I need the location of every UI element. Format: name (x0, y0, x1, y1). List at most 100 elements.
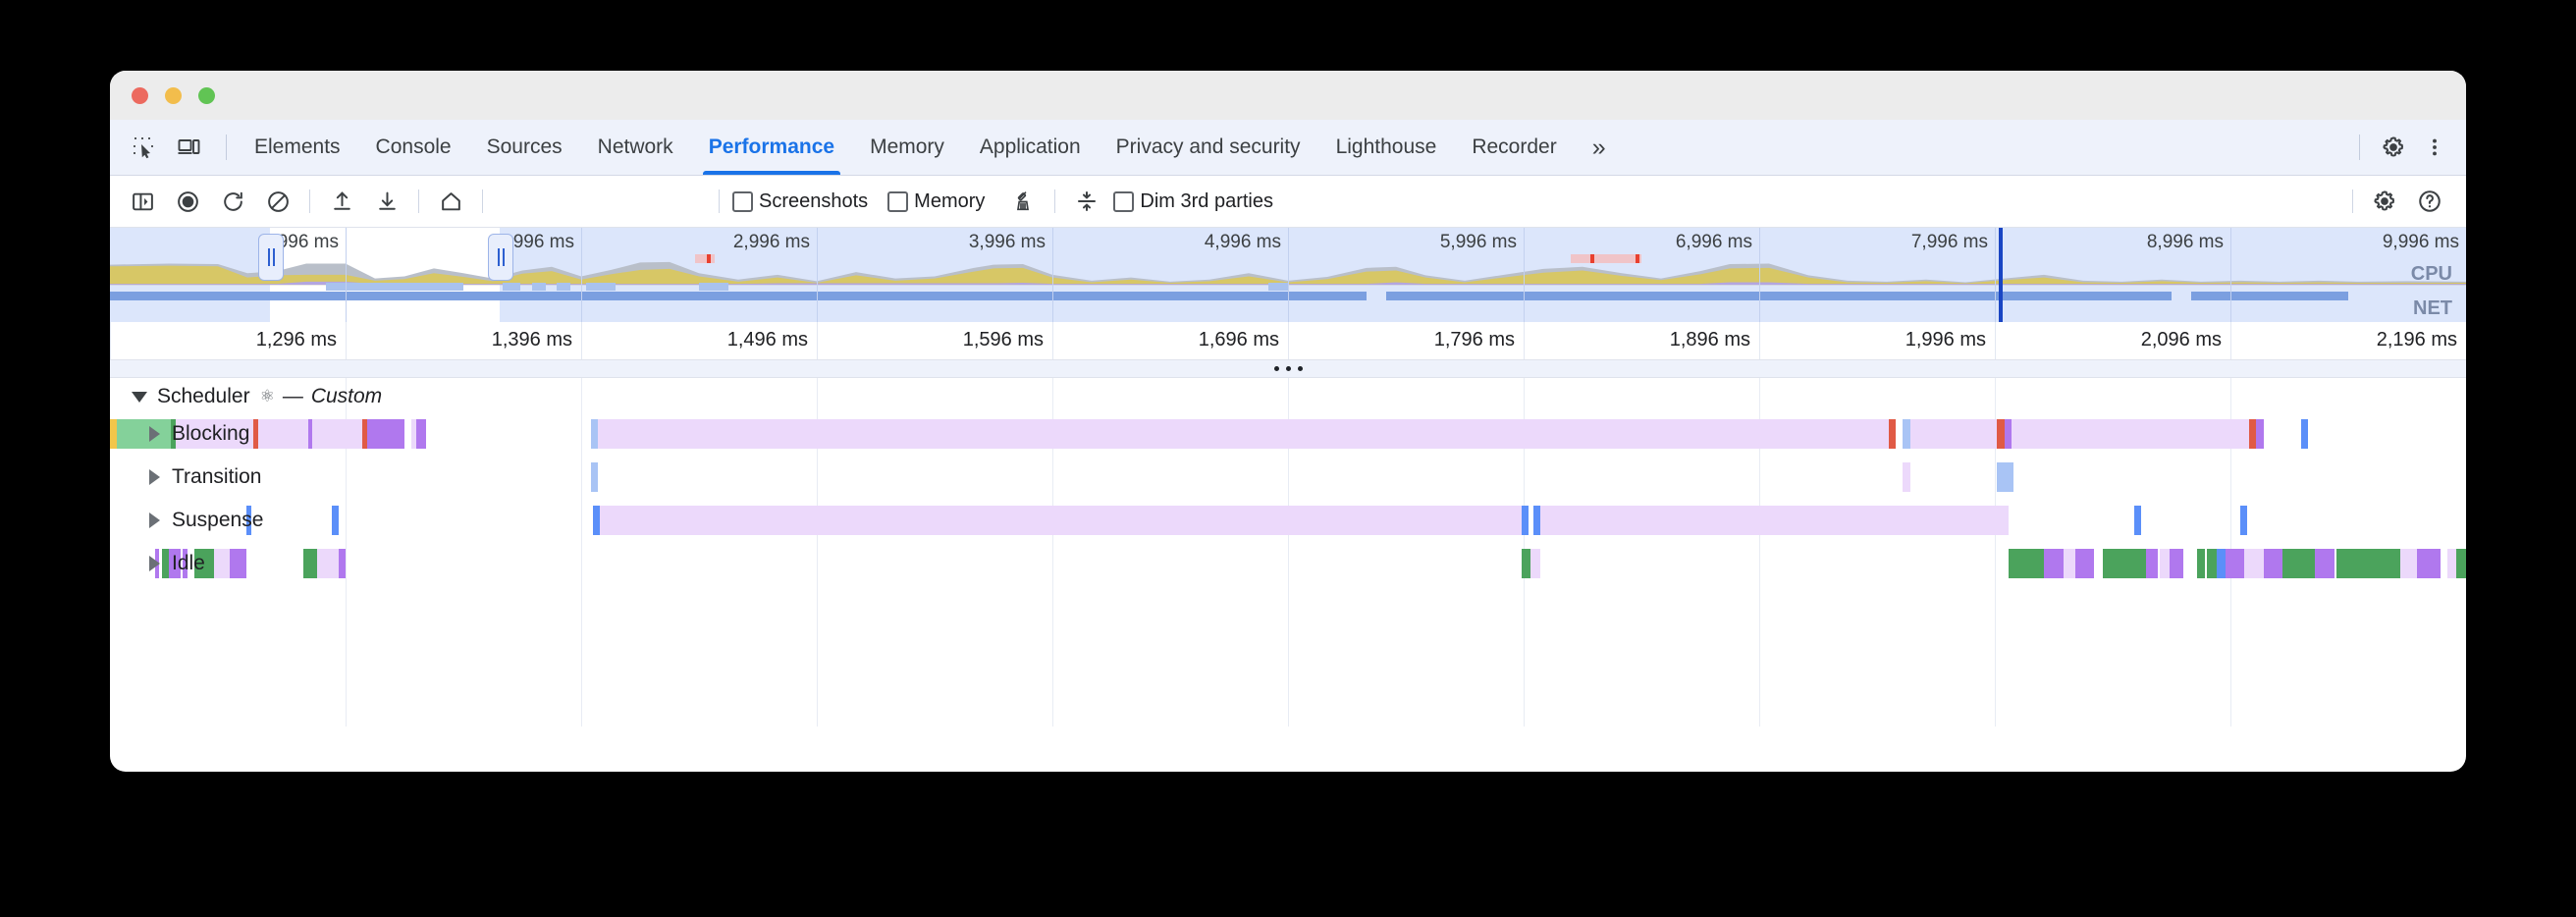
flame-event-bar[interactable] (2456, 549, 2466, 578)
flame-event-bar[interactable] (2074, 549, 2094, 578)
flame-event-bar[interactable] (2336, 549, 2348, 578)
flame-event-bar[interactable] (317, 549, 339, 578)
tab-recorder[interactable]: Recorder (1454, 120, 1574, 175)
tab-sources[interactable]: Sources (469, 120, 580, 175)
dim-3rd-parties-checkbox-box[interactable] (1113, 190, 1135, 212)
collapse-tracks-button[interactable] (1068, 183, 1105, 220)
chevron-right-icon[interactable] (149, 556, 160, 571)
flame-event-bar[interactable] (338, 549, 346, 578)
flame-event-bar[interactable] (258, 419, 308, 449)
selection-handle-left[interactable] (258, 234, 284, 281)
flame-event-bar[interactable] (169, 549, 181, 578)
track-row-transition[interactable]: Transition (110, 458, 261, 496)
flame-event-bar[interactable] (2169, 549, 2183, 578)
flame-event-bar[interactable] (2301, 419, 2309, 449)
reload-and-record-button[interactable] (214, 183, 251, 220)
tab-network[interactable]: Network (580, 120, 691, 175)
upload-profile-button[interactable] (323, 183, 360, 220)
chevron-right-icon[interactable] (149, 469, 160, 485)
flame-event-bar[interactable] (2063, 549, 2075, 578)
chevron-down-icon[interactable] (132, 391, 147, 403)
flame-event-bar[interactable] (2044, 549, 2064, 578)
flame-event-bar[interactable] (371, 419, 404, 449)
flame-event-bar[interactable] (2446, 549, 2457, 578)
flame-event-bar[interactable] (2216, 549, 2227, 578)
flame-event-bar[interactable] (194, 549, 214, 578)
help-question-icon[interactable] (2411, 183, 2448, 220)
flame-event-bar[interactable] (253, 419, 259, 449)
flame-event-bar[interactable] (230, 549, 247, 578)
flame-event-bar[interactable] (2416, 549, 2441, 578)
flame-event-bar[interactable] (600, 506, 1522, 535)
minimize-window-button[interactable] (165, 87, 182, 104)
home-button[interactable] (432, 183, 469, 220)
screenshots-checkbox[interactable]: Screenshots (732, 190, 884, 213)
flame-event-bar[interactable] (171, 419, 177, 449)
track-row-blocking[interactable]: Blocking (110, 415, 249, 453)
flame-event-bar[interactable] (590, 419, 598, 449)
flame-event-bar[interactable] (331, 506, 339, 535)
flame-event-bar[interactable] (1997, 419, 2005, 449)
flame-event-bar[interactable] (2249, 419, 2257, 449)
maximize-window-button[interactable] (198, 87, 215, 104)
flame-event-bar[interactable] (416, 419, 426, 449)
flame-event-bar[interactable] (2281, 549, 2316, 578)
flame-event-bar[interactable] (2103, 549, 2146, 578)
tab-performance[interactable]: Performance (691, 120, 852, 175)
tab-memory[interactable]: Memory (852, 120, 962, 175)
screenshots-checkbox-box[interactable] (732, 190, 753, 212)
tab-privacy-and-security[interactable]: Privacy and security (1099, 120, 1318, 175)
flame-event-bar[interactable] (117, 419, 172, 449)
inspect-element-icon[interactable] (126, 130, 161, 165)
flame-event-bar[interactable] (2244, 549, 2264, 578)
flame-event-bar[interactable] (2263, 549, 2282, 578)
flame-event-bar[interactable] (307, 419, 313, 449)
chevron-right-icon[interactable] (149, 426, 160, 442)
flame-event-bar[interactable] (1521, 549, 1531, 578)
flame-event-bar[interactable] (1903, 462, 1910, 492)
flame-event-bar[interactable] (110, 419, 118, 449)
flame-event-bar[interactable] (2239, 506, 2247, 535)
flame-event-bar[interactable] (1521, 506, 1529, 535)
memory-checkbox[interactable]: Memory (887, 190, 1000, 213)
track-row-idle[interactable]: Idle (110, 545, 205, 582)
flame-event-bar[interactable] (312, 419, 362, 449)
flame-event-bar[interactable] (2011, 419, 2250, 449)
tab-console[interactable]: Console (358, 120, 469, 175)
flame-event-bar[interactable] (2145, 549, 2158, 578)
flame-event-bar[interactable] (2207, 549, 2217, 578)
flame-event-bar[interactable] (176, 419, 254, 449)
clear-button[interactable] (259, 183, 296, 220)
flame-event-bar[interactable] (1539, 506, 2010, 535)
more-tabs-button[interactable]: » (1575, 120, 1624, 175)
flame-event-bar[interactable] (183, 549, 188, 578)
flame-event-bar[interactable] (1903, 419, 1910, 449)
flame-event-bar[interactable] (1997, 462, 2014, 492)
flame-event-bar[interactable] (411, 419, 416, 449)
flame-event-bar[interactable] (366, 419, 372, 449)
flame-event-bar[interactable] (593, 506, 601, 535)
track-row-suspense[interactable]: Suspense (110, 502, 263, 539)
capture-settings-gear-icon[interactable] (2366, 183, 2403, 220)
tab-application[interactable]: Application (962, 120, 1099, 175)
settings-gear-icon[interactable] (2376, 130, 2411, 165)
flame-event-bar[interactable] (1909, 419, 1998, 449)
close-window-button[interactable] (132, 87, 148, 104)
toggle-sidebar-button[interactable] (124, 183, 161, 220)
flame-event-bar[interactable] (597, 419, 1889, 449)
download-profile-button[interactable] (368, 183, 405, 220)
flame-event-bar[interactable] (246, 506, 251, 535)
flame-event-bar[interactable] (161, 549, 169, 578)
flame-event-bar[interactable] (2348, 549, 2400, 578)
flame-event-bar[interactable] (2133, 506, 2141, 535)
flame-event-bar[interactable] (1532, 506, 1540, 535)
detail-timeline-ruler[interactable]: 1,196 ms1,296 ms1,396 ms1,496 ms1,596 ms… (110, 322, 2466, 360)
flame-event-bar[interactable] (1889, 419, 1897, 449)
flame-event-bar[interactable] (2256, 419, 2264, 449)
flame-event-bar[interactable] (2197, 549, 2205, 578)
flame-event-bar[interactable] (1530, 549, 1540, 578)
flame-event-bar[interactable] (2315, 549, 2334, 578)
flame-event-bar[interactable] (2009, 549, 2045, 578)
flame-event-bar[interactable] (2226, 549, 2245, 578)
record-button[interactable] (169, 183, 206, 220)
